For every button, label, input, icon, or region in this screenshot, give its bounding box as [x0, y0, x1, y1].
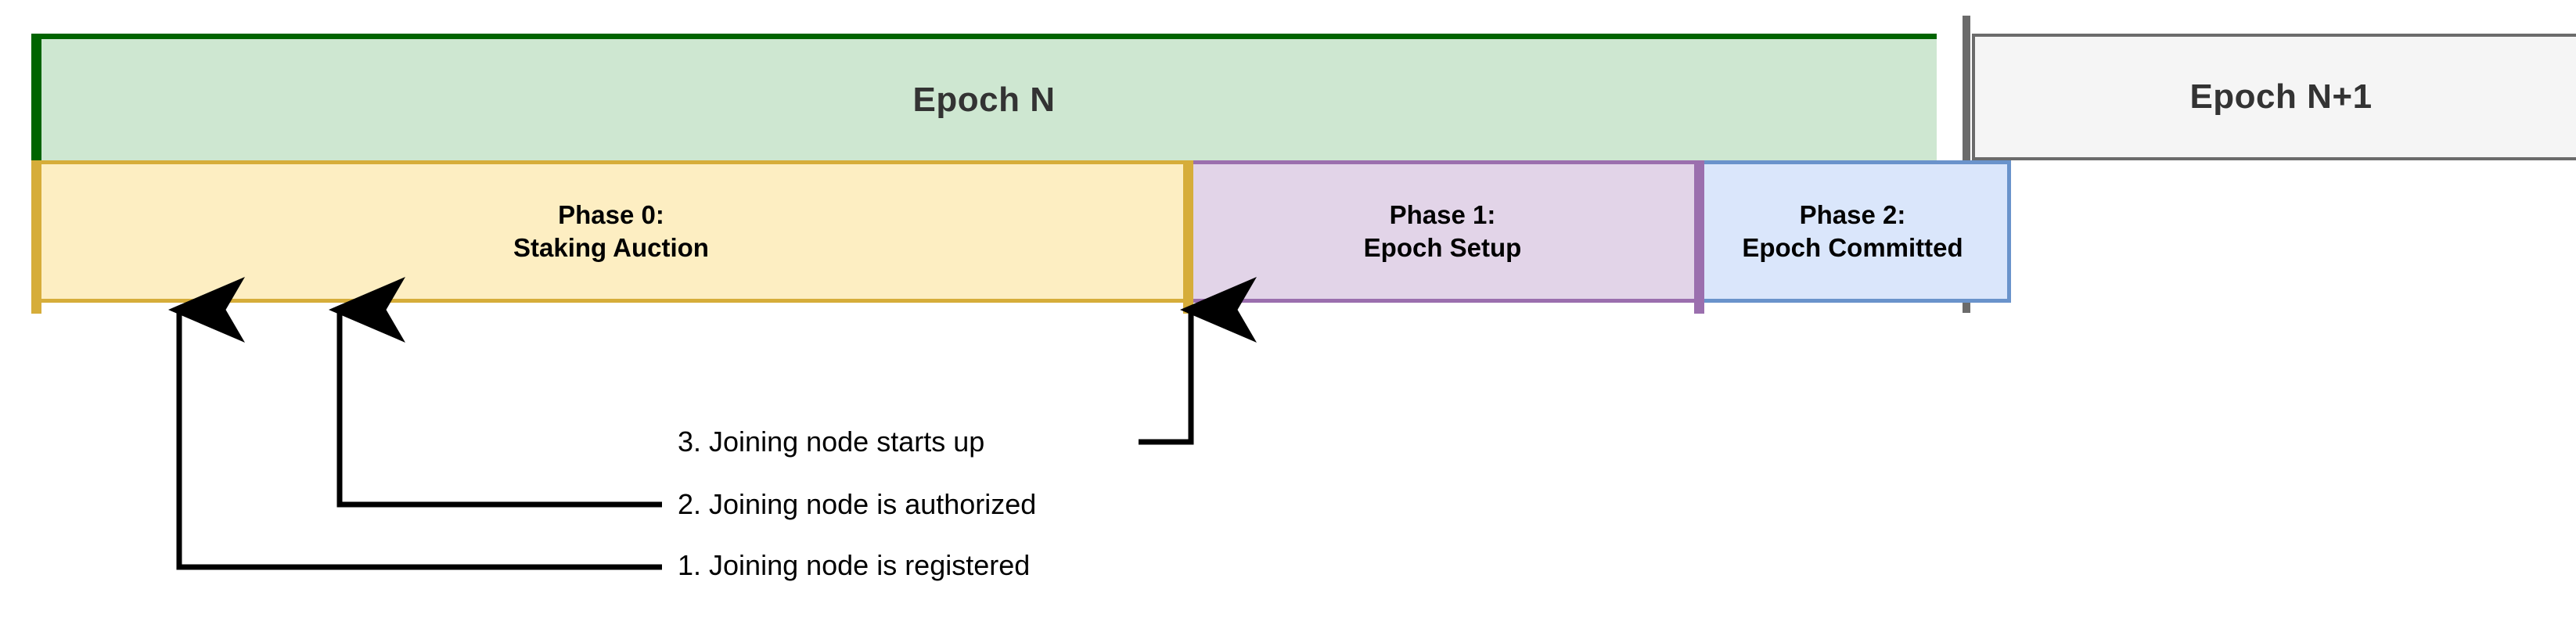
phase-1-title: Phase 1:	[1389, 199, 1496, 229]
phase-2-title: Phase 2:	[1799, 199, 1906, 229]
phase-2-start-marker	[1694, 160, 1704, 314]
callout-arrow-2	[329, 277, 662, 508]
epoch-next-box: Epoch N+1	[1972, 34, 2576, 160]
phase-1-subtitle: Epoch Setup	[1363, 233, 1522, 262]
epoch-start-marker	[31, 34, 41, 161]
callout-label-2: 2. Joining node is authorized	[678, 488, 1037, 520]
callout-label-3: 3. Joining node starts up	[678, 426, 985, 458]
phase-0-subtitle: Staking Auction	[513, 233, 709, 262]
phase-2-subtitle: Epoch Committed	[1742, 233, 1963, 262]
epoch-next-label: Epoch N+1	[2189, 77, 2373, 116]
phase-1-box: Phase 1: Epoch Setup	[1183, 160, 1702, 303]
phase-0-box: Phase 0: Staking Auction	[31, 160, 1191, 303]
phase-1-start-marker	[1183, 160, 1193, 314]
phase-0-title: Phase 0:	[558, 199, 664, 229]
callout-arrow-3	[1139, 277, 1257, 445]
phase-2-box: Phase 2: Epoch Committed	[1694, 160, 2011, 303]
callout-arrow-1	[168, 277, 662, 570]
callout-label-1: 1. Joining node is registered	[678, 549, 1031, 581]
epoch-n-label: Epoch N	[912, 80, 1056, 119]
phase-0-start-marker	[31, 160, 41, 314]
epoch-n-box: Epoch N	[31, 34, 1937, 160]
